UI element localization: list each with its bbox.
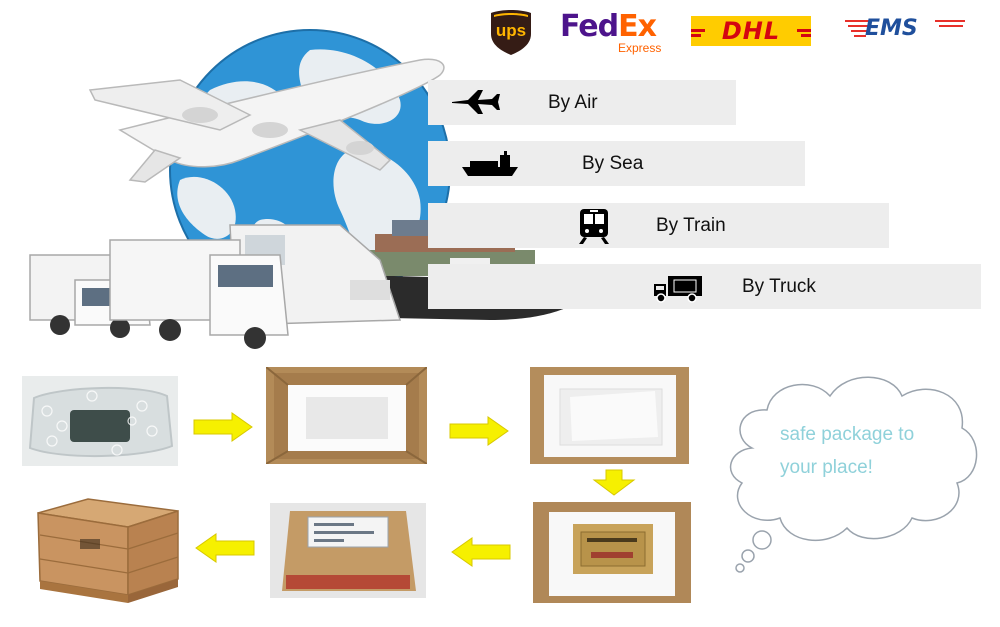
ems-logo: EMS xyxy=(845,14,967,44)
method-label-truck: By Truck xyxy=(742,276,816,297)
transport-illustration xyxy=(20,20,620,350)
packing-photo-labeled-item xyxy=(533,502,691,603)
arrow-right-icon xyxy=(449,416,509,446)
cloud-text-line2: your place! xyxy=(780,457,873,478)
arrow-right-icon xyxy=(193,412,253,442)
packing-photo-foam-cover xyxy=(530,367,689,464)
method-bar-truck: By Truck xyxy=(428,264,981,309)
ems-logo-text: EMS xyxy=(865,16,918,41)
arrow-left-icon xyxy=(451,537,511,567)
airplane-illustration xyxy=(88,58,445,183)
method-bar-train: By Train xyxy=(428,203,889,248)
ups-logo: ups xyxy=(486,8,536,56)
truck-illustration xyxy=(29,239,289,349)
thought-cloud: safe package to your place! xyxy=(712,368,982,578)
fedex-logo-fed: Fed xyxy=(560,9,619,44)
method-label-train: By Train xyxy=(656,215,726,236)
arrow-down-icon xyxy=(592,469,636,496)
dhl-logo-text: DHL xyxy=(721,17,781,45)
fedex-logo-ex: Ex xyxy=(618,9,657,44)
method-bar-air: By Air xyxy=(428,80,736,125)
arrow-left-icon xyxy=(195,533,255,563)
packing-photo-foam-box xyxy=(266,367,427,464)
method-label-sea: By Sea xyxy=(582,153,644,174)
train-icon xyxy=(579,209,609,244)
truck-icon xyxy=(654,276,702,303)
fedex-logo-sub: Express xyxy=(618,41,662,55)
packing-photo-sealed-carton xyxy=(270,503,426,598)
cloud-text-line1: safe package to xyxy=(780,424,915,445)
ups-logo-text: ups xyxy=(495,21,527,40)
method-label-air: By Air xyxy=(548,92,598,113)
packing-photo-bubble-wrap xyxy=(22,376,178,466)
packing-photo-wooden-crate xyxy=(28,495,184,607)
ship-icon xyxy=(462,151,518,176)
dhl-logo: DHL xyxy=(691,16,811,46)
fedex-logo: FedEx Express xyxy=(560,12,672,56)
airplane-icon xyxy=(452,90,500,114)
method-bar-sea: By Sea xyxy=(428,141,805,186)
